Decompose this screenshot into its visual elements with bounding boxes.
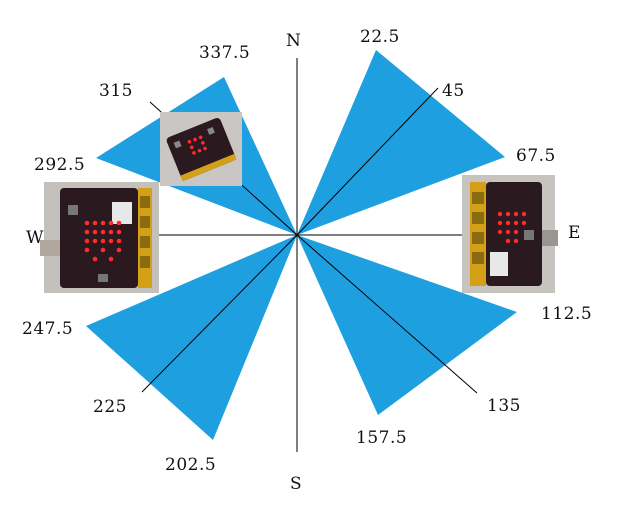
east-label: E bbox=[568, 223, 580, 243]
west-label: W bbox=[26, 228, 44, 248]
microbit-photo-east bbox=[462, 175, 558, 293]
degree-label-202-5: 202.5 bbox=[165, 455, 216, 475]
degree-label-112-5: 112.5 bbox=[541, 304, 592, 324]
north-label: N bbox=[286, 31, 301, 51]
degree-label-247-5: 247.5 bbox=[22, 319, 73, 339]
degree-label-225: 225 bbox=[93, 397, 127, 417]
degree-label-157-5: 157.5 bbox=[356, 428, 407, 448]
microbit-photo-west bbox=[40, 182, 159, 293]
south-label: S bbox=[290, 474, 302, 494]
degree-label-22-5: 22.5 bbox=[360, 27, 400, 47]
degree-label-337-5: 337.5 bbox=[199, 43, 250, 63]
degree-label-67-5: 67.5 bbox=[516, 146, 556, 166]
degree-label-292-5: 292.5 bbox=[34, 155, 85, 175]
microbit-photo-northwest bbox=[160, 112, 242, 186]
degree-label-315: 315 bbox=[99, 81, 133, 101]
degree-label-45: 45 bbox=[442, 81, 465, 101]
degree-label-135: 135 bbox=[487, 396, 521, 416]
